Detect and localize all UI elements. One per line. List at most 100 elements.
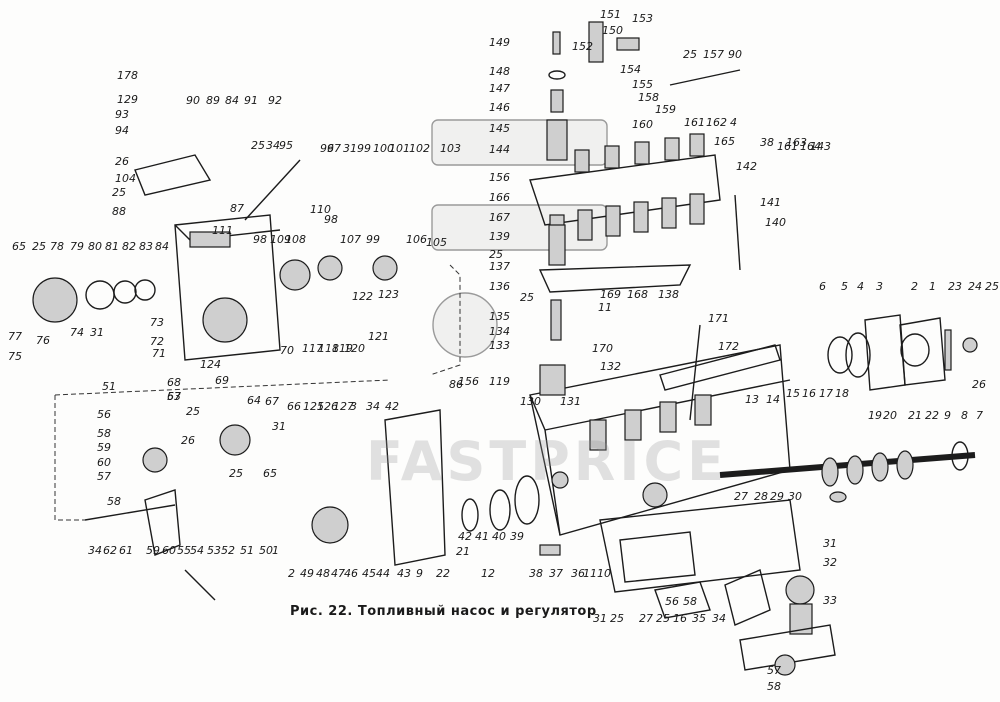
callout-48: 48 (316, 567, 330, 580)
breather-tube (734, 194, 741, 271)
callout-38: 38 (760, 136, 774, 149)
callout-21: 21 (456, 545, 470, 558)
callout-147: 147 (489, 82, 510, 95)
callout-41: 41 (475, 530, 489, 543)
callout-69: 69 (215, 374, 229, 387)
callout-166: 166 (489, 191, 510, 204)
callout-3: 3 (876, 280, 883, 293)
plunger-stack (539, 21, 640, 396)
callout-31: 31 (343, 142, 357, 155)
callout-145: 145 (489, 122, 510, 135)
callout-118: 118 (318, 342, 339, 355)
callout-40: 40 (492, 530, 506, 543)
callout-108: 108 (285, 233, 306, 246)
callout-109: 109 (270, 233, 291, 246)
callout-139: 139 (489, 230, 510, 243)
callout-104: 104 (115, 172, 136, 185)
callout-125: 125 (303, 400, 324, 413)
control-rod (689, 324, 701, 421)
callout-6: 6 (819, 280, 826, 293)
callout-169: 169 (600, 288, 621, 301)
callout-167: 167 (489, 211, 510, 224)
callout-91: 91 (244, 94, 258, 107)
callout-148: 148 (489, 65, 510, 78)
callout-25: 25 (683, 48, 697, 61)
callout-26: 26 (115, 155, 129, 168)
callout-49: 49 (300, 567, 314, 580)
callout-133: 133 (489, 339, 510, 352)
callout-18: 18 (835, 387, 849, 400)
callout-127: 127 (333, 400, 354, 413)
callout-56: 56 (97, 408, 111, 421)
callout-107: 107 (340, 233, 361, 246)
callout-57: 57 (97, 470, 111, 483)
governor-cover (219, 409, 561, 566)
callout-88: 88 (112, 205, 126, 218)
callout-30: 30 (788, 490, 802, 503)
callout-11: 11 (583, 567, 597, 580)
callout-93: 93 (115, 108, 129, 121)
callout-60: 60 (97, 456, 111, 469)
cover-gasket (659, 344, 781, 391)
callout-126: 126 (317, 400, 338, 413)
callout-74: 74 (70, 326, 84, 339)
callout-24: 24 (968, 280, 982, 293)
injection-section (529, 133, 721, 293)
callout-119: 119 (489, 375, 510, 388)
callout-144: 144 (489, 143, 510, 156)
callout-141: 141 (760, 196, 781, 209)
figure-caption: Рис. 22. Топливный насос и регулятор (290, 604, 597, 619)
callout-101: 101 (389, 142, 410, 155)
callout-2: 2 (911, 280, 918, 293)
callout-77: 77 (8, 330, 22, 343)
callout-25: 25 (985, 280, 999, 293)
callout-75: 75 (8, 350, 22, 363)
blank-circle (432, 292, 498, 358)
callout-38: 38 (529, 567, 543, 580)
drive-coupling (84, 447, 216, 601)
callout-58: 58 (767, 680, 781, 693)
callout-92: 92 (268, 94, 282, 107)
callout-129: 129 (117, 93, 138, 106)
callout-110: 110 (310, 203, 331, 216)
callout-99: 99 (357, 142, 371, 155)
callout-86: 86 (449, 378, 463, 391)
callout-170: 170 (592, 342, 613, 355)
callout-154: 154 (620, 63, 641, 76)
callout-84: 84 (225, 94, 239, 107)
callout-135: 135 (489, 310, 510, 323)
callout-59: 59 (146, 544, 160, 557)
callout-39: 39 (510, 530, 524, 543)
callout-36: 36 (571, 567, 585, 580)
callout-58: 58 (683, 595, 697, 608)
callout-63: 63 (167, 390, 181, 403)
callout-89: 89 (206, 94, 220, 107)
callout-136: 136 (489, 280, 510, 293)
callout-25: 25 (656, 612, 670, 625)
callout-73: 73 (150, 316, 164, 329)
governor-housing (32, 154, 398, 361)
callout-52: 52 (221, 544, 235, 557)
callout-161: 161 (684, 116, 705, 129)
callout-98: 98 (253, 233, 267, 246)
callout-10: 10 (597, 567, 611, 580)
callout-20: 20 (883, 409, 897, 422)
callout-119: 119 (332, 342, 353, 355)
callout-150: 150 (602, 24, 623, 37)
callout-31: 31 (90, 326, 104, 339)
callout-158: 158 (638, 91, 659, 104)
callout-160: 160 (632, 118, 653, 131)
linkage-dashed-line (54, 264, 461, 521)
end-cap-assembly (827, 314, 978, 391)
callout-11: 11 (598, 301, 612, 314)
callout-43: 43 (397, 567, 411, 580)
callout-8: 8 (961, 409, 968, 422)
callout-149: 149 (489, 36, 510, 49)
callout-156: 156 (458, 375, 479, 388)
callout-58: 58 (97, 427, 111, 440)
callout-71: 71 (152, 347, 166, 360)
camshaft (719, 441, 976, 503)
callout-64: 64 (247, 394, 261, 407)
callout-34: 34 (266, 139, 280, 152)
